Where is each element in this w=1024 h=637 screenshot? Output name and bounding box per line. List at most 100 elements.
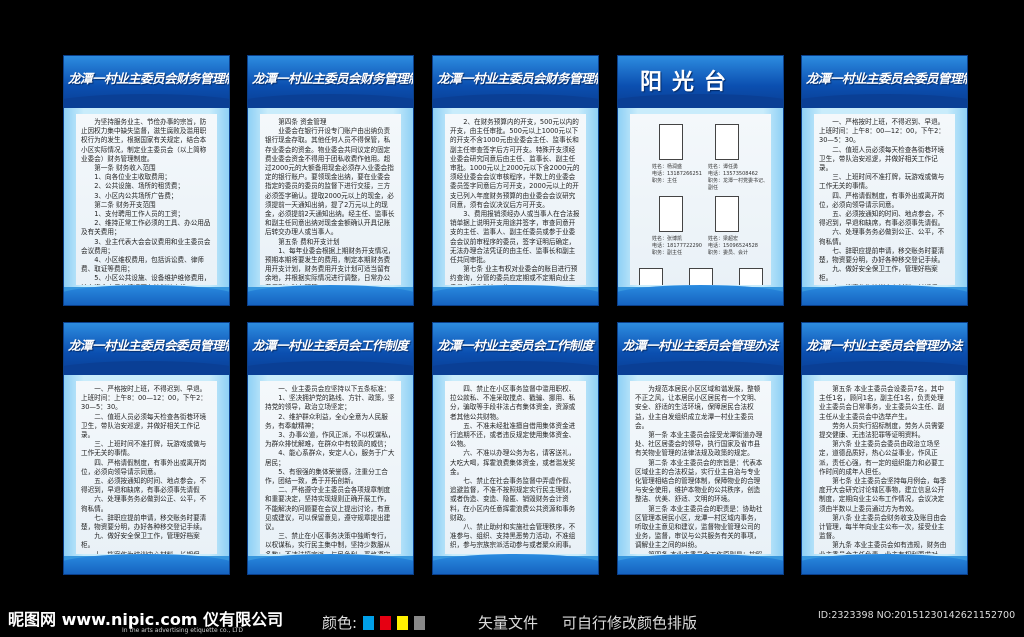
paragraph: 九、做好安全保卫工作，管理好档案柜。 [81,532,200,550]
paragraph: 三、禁止在小区事务决策中独断专行，以权谋私，实行民主集中制，坚持少数服从多数；不… [265,532,391,554]
panel-title: 阳光台 [640,70,737,95]
paragraph: 第四条 资金管理 [278,118,327,126]
paragraph: 第四条 本业主委员会工作原则是：按照区域物业服务标准，维护业主利益，协助物业管理… [635,551,766,554]
paragraph: 八、禁止助纣和实施社会管理秩序，不准参与、组织、支持黑恶势力活动，不准组织，参与… [450,523,576,550]
panel-body: 第五条 本业主委员会设委员7名，其中主任1名，顾问1名，副主任1名，负责处理业主… [814,381,955,554]
paragraph: 4、能心系群众，安定人心，服务于广大居民； [265,449,395,467]
member-name: 姓名：梁超宏 [708,236,739,242]
photo-frame [659,196,683,232]
member-role: 职务：龙潭一村党委书记、副任 [708,178,769,191]
paragraph: 3、业主代表大会会议费用和业主委员会会议费用； [81,237,211,255]
paragraph: 劳务人员实行招标制度，劳务人员需要提交健康、无违法犯罪等证明资料。 [819,421,945,440]
paragraph: 第一条 本业主委员会接受龙潭街道办理处、社区居委会的领导，执行国家及省市县有关物… [635,431,763,458]
poster-panel: 龙潭一村业主委员会委员管理制度一、严格按时上班，不得迟到、早退。上班时间：上午8… [801,55,968,306]
paragraph: 二、严格遵守业主委员会各项规章制度和重要决定，坚持实现规则正确开展工作，不能解决… [265,486,391,532]
paragraph: 第七条 业主有权对业委会的账目进行预约查询，分管的委员应定期或不定期向业主委员会… [450,265,578,285]
member-role: 职务：主任 [652,178,678,184]
panel-title: 龙潭一村业主委员会委员管理制度 [68,338,229,353]
swatch-gray [414,615,426,630]
paragraph: 七、辞职应提前申请，移交账务时要清楚，物资要分明，办好各种移交登记手续。 [819,246,945,265]
panel-header [248,56,413,118]
photo-frame [659,124,683,160]
editable-label: 可自行修改颜色排版 [562,614,698,632]
poster-panel: 龙潭一村业主委员会工作制度（一）一、业主委员会应坚持以下五条标准：1、坚决拥护党… [247,322,414,575]
panel-title: 龙潭一村业主委员会工作制度（二） [437,338,598,353]
photo-frame [715,124,739,160]
paragraph: 为规范本居民小区区域和谐发展，整顿不正之风，让本居民小区居民有一个文明、安全、舒… [635,385,761,430]
paragraph: 一、业主委员会应坚持以下五条标准： [278,385,391,393]
panel-footer-wave [64,554,229,574]
panel-body: 一、严格按时上班，不得迟到、早退。上班时间：上午8：00—12：00，下午2：3… [76,381,217,554]
paragraph: 第六条 业主委员会委员由政治立场坚定，道德品质好，热心公益事业，作风正派，责任心… [819,440,945,476]
panel-footer-wave [618,285,783,305]
panel-body: 一、严格按时上班，不得迟到、早退。上班时间：上午8：00—12：00，下午2：3… [814,114,955,285]
paragraph: 2、在财务预算内的开支，500元以内的开支，由主任审批。500元以上1000元以… [450,118,580,209]
member-phone: 电话：13573508462 [708,171,758,177]
panel-footer-wave [433,285,598,305]
paragraph: 第一条 财务收入范围 [94,164,156,173]
paragraph: 二、值班人员必须每天检查各街巷环境卫生，带队治安巡逻，并做好相关工作记录。 [81,412,207,440]
poster-panel: 龙潭一村业主委员会管理办法（二） 为规范本居民小区区域和谐发展，整顿不正之风，让本… [617,322,784,575]
paragraph: 1、支付聘用工作人员的工资； [94,210,185,219]
vector-file-label: 矢量文件 [478,614,539,632]
paragraph: 六、不准以办理公务为名，请客送礼，大吃大喝，挥霍浪费集体资金，或者滥发奖金。 [450,449,576,476]
poster-panel: 龙潭一村业主委员会委员管理制度一、严格按时上班，不得迟到、早退。上班时间：上午8… [63,322,230,575]
paragraph: 第二条 本业主委员会的宗旨是：代表本区域业主的合法权益，实行业主自治与专业化管理… [635,458,763,504]
swatch-cyan [363,615,375,630]
paragraph: 三、上班时间不准打牌，玩游戏或做与工作无关的事情。 [81,440,207,458]
company-english: In the arts advertising etiquette co., L… [122,627,243,634]
photo-frame [689,268,713,285]
swatch-red [380,615,392,630]
panel-footer-wave [802,554,967,574]
paragraph: 六、处理事务务必做到公正、公平，不徇私情。 [81,495,207,513]
watermark-bar: 昵图网 www.nipic.com 仪有限公司 In the arts adve… [0,600,1024,637]
panel-body: 第四条 资金管理业委会在银行开设专门账户由出纳负责银行现金存取。其他任何人员不得… [260,114,401,285]
panel-title: 龙潭一村业主委员会管理办法（二） [622,338,783,353]
paragraph: 第九条 本业主委员会如有违规，财务由业主委员会主任负责，业主有权利要求对账。 [819,541,947,554]
color-swatches: 颜色: [322,612,426,633]
paragraph: 九、做好安全保卫工作，管理好档案柜。 [819,265,938,283]
panel-footer-wave [64,285,229,305]
paragraph: 第五条 费和开支计划 [278,237,340,246]
member-card: 姓名：谭岭竹电话：13509152610职务：委员、出纳 [632,268,692,285]
panel-body: 四、禁止在小区事务监督中滥用职权、拉公款私、不准采取搅点、戳骗、挪用、私分，骗取… [445,381,586,554]
paragraph: 七、辞职应提前申请，移交账务时要清楚，物资要分明，办好各种移交登记手续。 [81,513,207,532]
paragraph: 三、上班时间不准打牌，玩游戏或做与工作无关的事情。 [819,173,945,191]
member-name: 姓名：杨润盛 [652,164,683,170]
paragraph: 二、值班人员必须每天检查各街巷环境卫生，带队治安巡逻，并做好相关工作记录。 [819,145,945,173]
member-role: 职务：副主任 [652,250,683,256]
panel-title: 龙潭一村业主委员会委员管理制度 [806,71,967,86]
paragraph: 第五条 本业主委员会设委员7名，其中主任1名，顾问1名，副主任1名，负责处理业主… [819,385,945,421]
paragraph: 十、档案作为培训中心材料，长期保存。 [819,284,950,285]
paragraph: 四、禁止在小区事务监督中滥用职权、拉公款私、不准采取搅点、戳骗、挪用、私分，骗取… [450,385,576,421]
paragraph: 第三条 本业主委员会的职责是：协助社区管理本居民小区，龙潭一村区域内事务，听取业… [635,504,763,550]
photo-frame [715,196,739,232]
member-card: 姓名：郭天金电话：15877552826职务：委员 [732,268,771,285]
paragraph: 四、严格请假制度，有事外出或离开岗位，必须向领导请示同意。 [819,191,945,209]
panel-body: 一、业主委员会应坚持以下五条标准：1、坚决拥护党的路线、方针、政策，坚持党的领导… [260,381,401,554]
panel-footer-wave [248,554,413,574]
paragraph: 一、严格按时上班，不得迟到、早退。上班时间：上午8：00—12：00，下午2：3… [819,118,945,145]
paragraph: 1、每年业委会根据上期财务开支情况，预期本期将要发生的费用，制定本期财务费用开支… [265,246,395,285]
paragraph: 为坚持服务业主、节俭办事的宗旨，防止因权力集中缺失监督，滋生腐败及滥用职权行为的… [81,118,207,163]
paragraph: 2、维持正常工作必须的工具、办公用品及有关费用； [81,219,211,237]
photo-frame [639,268,663,285]
paragraph: 5、小区公共设施、设备维护维修费用，该在资金充足的情况下有计划地安排； [81,274,211,285]
member-phone: 电话：13187266251 [652,171,702,177]
member-phone: 电话：18177722290 [652,243,702,249]
paragraph: 五、不准未经批准擅自借用集体资金进行追期不还，或者违反规定使用集体资金、公物。 [450,421,576,449]
image-id: ID:2323398 NO:20151230142621152700 [818,610,1016,621]
paragraph: 5、有很强的集体荣誉感，注重分工合作，团结一致，勇于开拓创新。 [265,467,388,486]
paragraph: 3、办事公道，作风正派，不以权谋私，为群众排忧解难，在群众中有较高的威信； [265,431,395,449]
panel-footer-wave [433,554,598,574]
panel-title: 龙潭一村业主委员会财务管理制度（一） [68,71,229,86]
swatch-yellow [397,615,409,630]
photo-frame [739,268,763,285]
paragraph: 第八条 业主委员会财务收支及账目由会计管理，每半年向业主公布一次，接受业主监督。 [819,513,947,541]
